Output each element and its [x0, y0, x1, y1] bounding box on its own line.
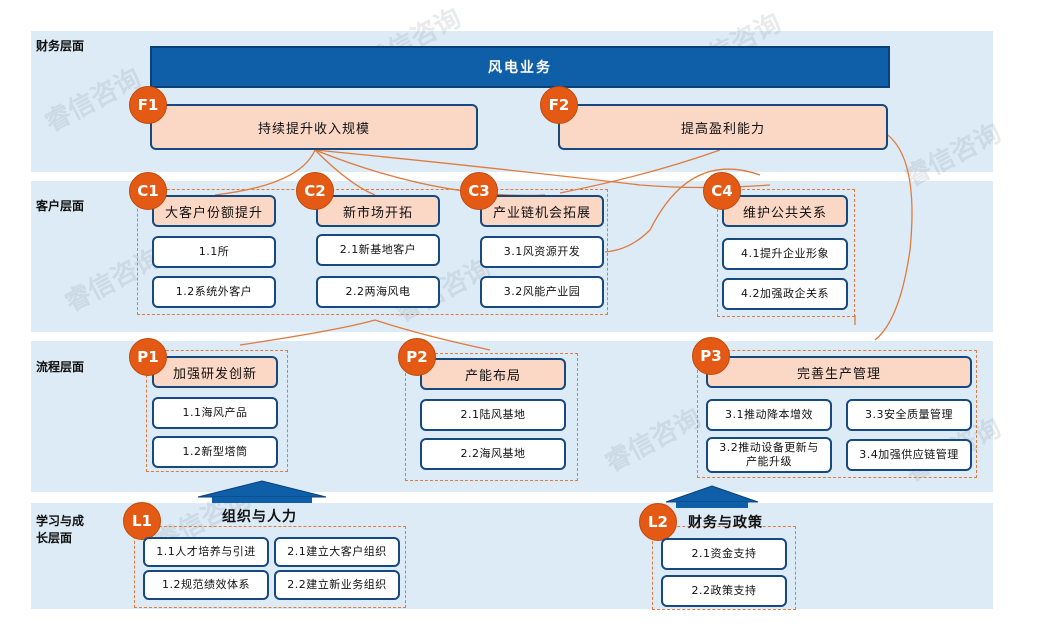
customer-group-c1-c3-outline — [137, 189, 608, 315]
l2-item: 2.2政策支持 — [661, 575, 787, 607]
f1-badge: F1 — [129, 86, 167, 124]
p3-item: 3.1推动降本增效 — [706, 399, 832, 431]
p3-badge: P3 — [692, 337, 730, 375]
c3-box: 产业链机会拓展 — [480, 195, 604, 227]
f2-badge: F2 — [540, 86, 578, 124]
c3-badge: C3 — [460, 172, 498, 210]
p3-item: 3.4加强供应链管理 — [846, 439, 972, 471]
p2-group-outline — [405, 353, 578, 481]
l2-badge: L2 — [639, 503, 677, 541]
c1-item: 1.2系统外客户 — [152, 276, 276, 308]
customer-group-c4-outline — [717, 189, 855, 317]
p3-item: 3.3安全质量管理 — [846, 399, 972, 431]
l2-up-arrow-shaft — [676, 502, 748, 508]
c3-item: 3.2风能产业园 — [480, 276, 604, 308]
p2-item: 2.1陆风基地 — [420, 399, 566, 431]
financial-layer-label: 财务层面 — [36, 39, 85, 53]
p1-item: 1.2新型塔筒 — [152, 436, 278, 468]
p3-item-line2: 产能升级 — [746, 455, 792, 468]
l1-title: 组织与人力 — [222, 509, 297, 525]
l1-up-arrow-shaft — [212, 497, 312, 503]
l1-item: 1.1人才培养与引进 — [143, 537, 269, 567]
p1-box: 加强研发创新 — [152, 356, 278, 388]
p3-group-outline — [697, 350, 977, 478]
l1-item: 2.2建立新业务组织 — [274, 570, 400, 600]
learning-layer-label: 学习与成 长层面 — [36, 513, 116, 547]
l1-item: 1.2规范绩效体系 — [143, 570, 269, 600]
p2-box: 产能布局 — [420, 358, 566, 390]
f1-box: 持续提升收入规模 — [150, 104, 478, 150]
c4-box: 维护公共关系 — [722, 195, 848, 227]
l1-group-outline — [134, 526, 406, 608]
c4-badge: C4 — [703, 172, 741, 210]
p3-item-two-line: 3.2推动设备更新与 产能升级 — [706, 437, 832, 473]
process-layer-label: 流程层面 — [36, 360, 85, 374]
l2-title: 财务与政策 — [688, 515, 763, 531]
p1-badge: P1 — [129, 338, 167, 376]
p2-badge: P2 — [398, 338, 436, 376]
c4-item: 4.1提升企业形象 — [722, 238, 848, 270]
l2-up-arrow — [665, 485, 759, 503]
f2-box: 提高盈利能力 — [558, 104, 888, 150]
learning-layer-label-line1: 学习与成 — [36, 514, 85, 528]
c2-badge: C2 — [296, 172, 334, 210]
l2-group-outline — [652, 526, 796, 610]
p2-item: 2.2海风基地 — [420, 438, 566, 470]
c1-box: 大客户份额提升 — [152, 195, 276, 227]
l1-up-arrow — [197, 480, 327, 498]
l2-item: 2.1资金支持 — [661, 538, 787, 570]
customer-layer-label: 客户层面 — [36, 199, 85, 213]
learning-layer-label-line2: 长层面 — [36, 531, 73, 545]
l1-badge: L1 — [123, 502, 161, 540]
c2-item: 2.2两海风电 — [316, 276, 440, 308]
p3-box: 完善生产管理 — [706, 356, 972, 388]
wind-power-business-title: 风电业务 — [150, 46, 890, 88]
p3-item-line1: 3.2推动设备更新与 — [719, 441, 819, 454]
c3-item: 3.1风资源开发 — [480, 236, 604, 268]
c1-badge: C1 — [129, 172, 167, 210]
c2-box: 新市场开拓 — [316, 195, 440, 227]
c2-item: 2.1新基地客户 — [316, 234, 440, 266]
p1-item: 1.1海风产品 — [152, 397, 278, 429]
c1-item: 1.1所 — [152, 236, 276, 268]
c4-item: 4.2加强政企关系 — [722, 278, 848, 310]
l1-item: 2.1建立大客户组织 — [274, 537, 400, 567]
p1-group-outline — [146, 350, 288, 472]
